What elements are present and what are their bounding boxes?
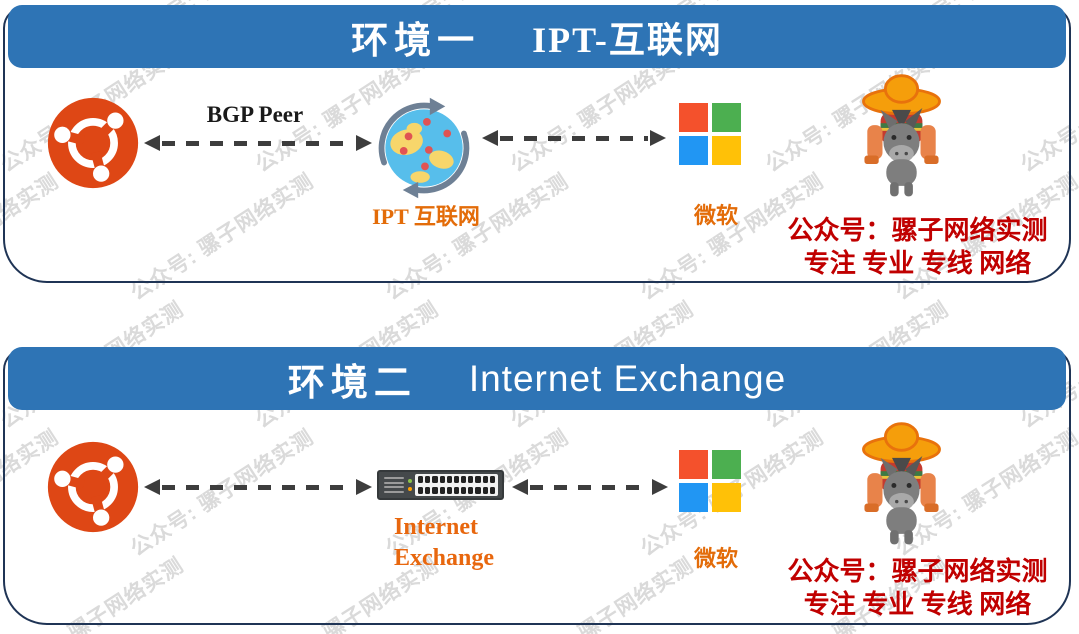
switch-port bbox=[425, 476, 431, 483]
microsoft-logo-icon bbox=[679, 450, 741, 512]
switch-port bbox=[482, 487, 488, 494]
microsoft-label: 微软 bbox=[693, 203, 738, 228]
switch-faceplate bbox=[383, 475, 405, 495]
arrowhead-right-icon bbox=[356, 479, 372, 495]
switch-ports bbox=[415, 474, 498, 496]
dashed-arrow bbox=[512, 479, 668, 495]
dashed-line bbox=[500, 135, 648, 141]
switch-port bbox=[432, 476, 438, 483]
ms-square-yellow bbox=[712, 136, 741, 165]
switch-port bbox=[453, 476, 460, 483]
switch-port bbox=[446, 476, 452, 483]
globe-label: IPT 互联网 bbox=[372, 204, 480, 229]
ubuntu-logo-icon bbox=[47, 441, 139, 533]
promo-line-1: 公众号：骡子网络实测 bbox=[787, 557, 1048, 586]
arrowhead-left-icon bbox=[144, 479, 160, 495]
globe-sync-icon bbox=[378, 97, 470, 199]
arrowhead-left-icon bbox=[144, 135, 160, 151]
switch-port bbox=[418, 487, 424, 494]
donkey-rider-icon bbox=[862, 422, 941, 545]
network-switch-icon bbox=[377, 470, 504, 500]
panel-1-header: 环境一 IPT-互联网 bbox=[8, 5, 1066, 68]
switch-port bbox=[482, 476, 488, 483]
switch-label-line-1: Internet bbox=[394, 514, 478, 540]
switch-port bbox=[468, 487, 474, 494]
ubuntu-logo-icon bbox=[47, 97, 139, 189]
switch-port bbox=[489, 487, 495, 494]
switch-port bbox=[425, 487, 431, 494]
dashed-arrow bbox=[144, 479, 372, 495]
ms-square-red bbox=[679, 450, 708, 479]
switch-label: Internet Exchange bbox=[394, 512, 534, 574]
dashed-arrow bbox=[482, 130, 666, 146]
led-amber bbox=[408, 487, 412, 491]
led-green bbox=[408, 479, 412, 483]
arrowhead-left-icon bbox=[482, 130, 498, 146]
arrowhead-right-icon bbox=[356, 135, 372, 151]
arrowhead-right-icon bbox=[650, 130, 666, 146]
dashed-line bbox=[530, 484, 650, 490]
switch-port bbox=[439, 476, 445, 483]
ms-square-blue bbox=[679, 483, 708, 512]
switch-port bbox=[461, 487, 467, 494]
dashed-arrow bbox=[144, 135, 372, 151]
panel-1-title-en: IPT-互联网 bbox=[532, 19, 723, 60]
ms-square-blue bbox=[679, 136, 708, 165]
arrowhead-right-icon bbox=[652, 479, 668, 495]
dashed-line bbox=[162, 140, 354, 146]
switch-port bbox=[475, 476, 481, 483]
microsoft-logo-icon bbox=[679, 103, 741, 165]
bgp-peer-label: BGP Peer bbox=[206, 102, 304, 127]
switch-port bbox=[439, 487, 445, 494]
switch-port bbox=[432, 487, 438, 494]
promo-line-1: 公众号：骡子网络实测 bbox=[787, 216, 1048, 245]
panel-1-title-cn: 环境一 bbox=[351, 20, 481, 62]
ms-square-red bbox=[679, 103, 708, 132]
switch-port bbox=[489, 476, 495, 483]
arrowhead-left-icon bbox=[512, 479, 528, 495]
donkey-rider-icon bbox=[862, 74, 941, 197]
panel-2-title-cn: 环境二 bbox=[287, 362, 417, 404]
switch-port bbox=[468, 476, 474, 483]
ms-square-yellow bbox=[712, 483, 741, 512]
switch-leds bbox=[408, 479, 412, 491]
switch-port bbox=[461, 476, 467, 483]
promo-line-2: 专注 专业 专线 网络 bbox=[803, 590, 1032, 619]
switch-port bbox=[453, 487, 460, 494]
ms-square-green bbox=[712, 103, 741, 132]
switch-label-line-2: Exchange bbox=[394, 545, 495, 571]
promo-line-2: 专注 专业 专线 网络 bbox=[803, 249, 1032, 278]
switch-port bbox=[475, 487, 481, 494]
switch-port bbox=[418, 476, 424, 483]
microsoft-label: 微软 bbox=[693, 546, 738, 571]
dashed-line bbox=[162, 484, 354, 490]
panel-2-header: 环境二 Internet Exchange bbox=[8, 347, 1066, 410]
panel-2-title-en: Internet Exchange bbox=[468, 357, 787, 399]
ms-square-green bbox=[712, 450, 741, 479]
switch-port bbox=[446, 487, 452, 494]
